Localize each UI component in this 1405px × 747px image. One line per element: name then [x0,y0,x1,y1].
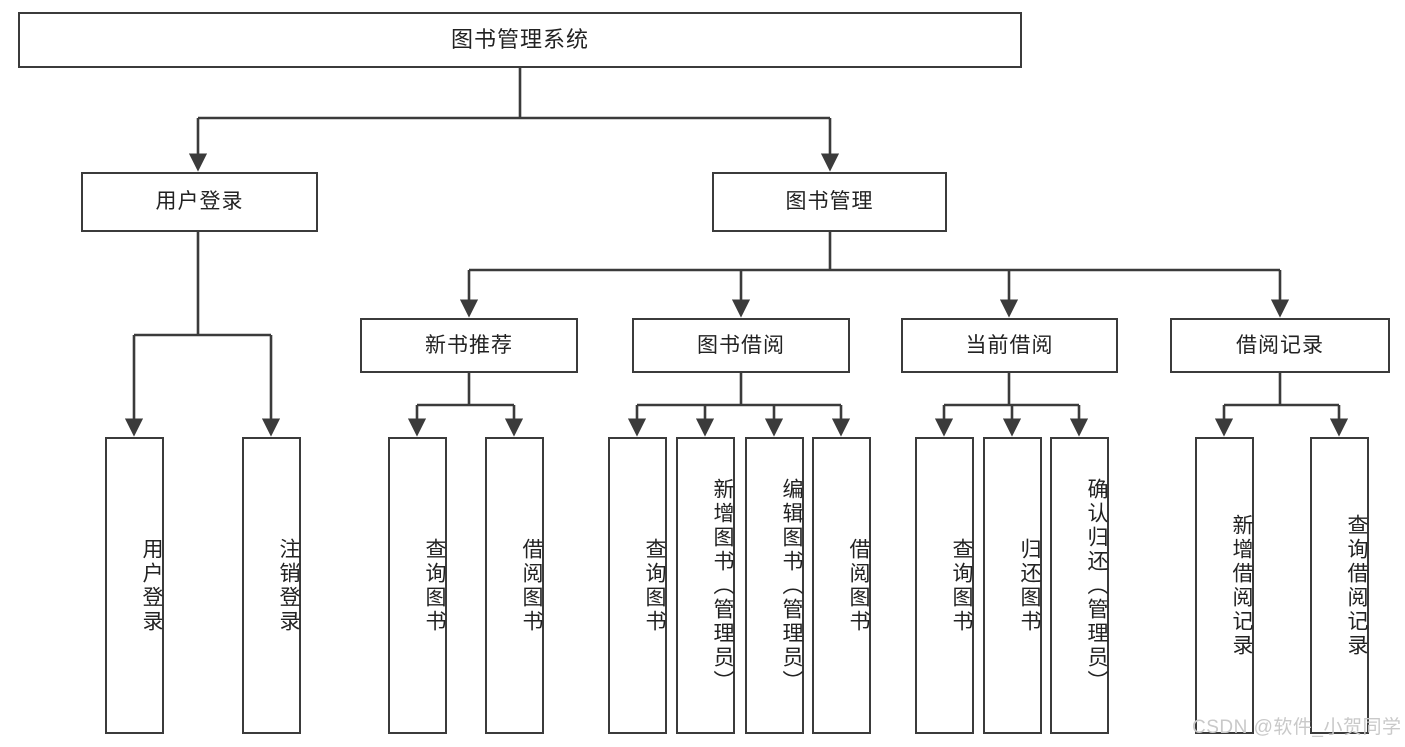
node-label: 借阅记录 [1236,333,1324,357]
node-label: 确认归还（管理员） [1085,477,1108,694]
node-leaf-query-book-3[interactable]: 查询图书 [915,437,974,734]
node-label: 借阅图书 [520,537,543,634]
node-borrow-record[interactable]: 借阅记录 [1170,318,1390,373]
node-label: 用户登录 [155,190,244,214]
node-label: 查询图书 [423,537,446,634]
node-label: 查询图书 [950,537,973,634]
node-new-book-recommend[interactable]: 新书推荐 [360,318,578,373]
node-label: 图书借阅 [697,333,785,357]
node-leaf-query-book-2[interactable]: 查询图书 [608,437,667,734]
node-label: 图书管理系统 [450,26,589,52]
node-book-management[interactable]: 图书管理 [712,172,947,232]
node-leaf-logout[interactable]: 注销登录 [242,437,301,734]
node-label: 新增图书（管理员） [711,477,734,694]
node-label: 当前借阅 [965,333,1054,357]
node-label: 图书管理 [785,190,874,214]
node-label: 查询借阅记录 [1345,513,1368,658]
node-label: 用户登录 [140,537,163,634]
node-leaf-edit-book[interactable]: 编辑图书（管理员） [745,437,804,734]
node-root-system[interactable]: 图书管理系统 [18,12,1022,68]
node-label: 归还图书 [1018,537,1041,634]
node-current-borrow[interactable]: 当前借阅 [901,318,1118,373]
node-leaf-add-record[interactable]: 新增借阅记录 [1195,437,1254,734]
node-label: 新增借阅记录 [1230,513,1253,658]
csdn-watermark: CSDN @软件_小贺同学 [1192,717,1402,738]
node-leaf-query-book-1[interactable]: 查询图书 [388,437,447,734]
node-label: 查询图书 [643,537,666,634]
node-leaf-query-record[interactable]: 查询借阅记录 [1310,437,1369,734]
node-leaf-add-book[interactable]: 新增图书（管理员） [676,437,735,734]
node-leaf-user-login[interactable]: 用户登录 [105,437,164,734]
node-label: 注销登录 [277,537,300,634]
node-label: 编辑图书（管理员） [780,477,803,694]
node-leaf-borrow-book-1[interactable]: 借阅图书 [485,437,544,734]
node-leaf-return-book[interactable]: 归还图书 [983,437,1042,734]
node-leaf-confirm-return[interactable]: 确认归还（管理员） [1050,437,1109,734]
node-label: 借阅图书 [847,537,870,634]
node-label: 新书推荐 [425,333,513,357]
node-leaf-borrow-book-2[interactable]: 借阅图书 [812,437,871,734]
node-user-login[interactable]: 用户登录 [81,172,318,232]
node-book-borrow[interactable]: 图书借阅 [632,318,850,373]
